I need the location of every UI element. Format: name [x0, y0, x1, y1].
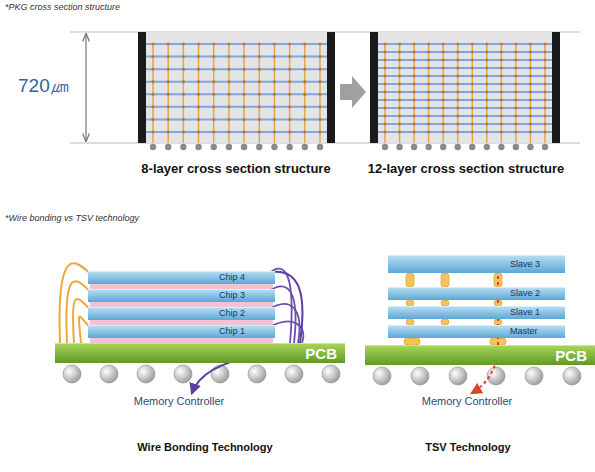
die-layer: Master: [388, 325, 565, 338]
solder-ball: [211, 365, 229, 383]
dimension-arrow: [85, 88, 86, 141]
die-layer: Slave 2: [388, 287, 565, 300]
solder-ball: [100, 365, 118, 383]
figure-caption: 8-layer cross section structure: [141, 162, 330, 176]
package-cross-section: [138, 32, 335, 150]
die-label: Slave 3: [510, 260, 540, 269]
package-cross-section: [370, 32, 560, 150]
solder-ball: [174, 365, 192, 383]
die-layer: Slave 3: [388, 255, 565, 273]
dimension-label: 720㎛: [18, 76, 69, 97]
solder-ball: [373, 367, 391, 385]
solder-ball: [487, 367, 505, 385]
section-heading: *Wire bonding vs TSV technology: [5, 214, 139, 224]
die-layer: Chip 1: [88, 325, 275, 338]
figure-caption: TSV Technology: [425, 441, 510, 453]
solder-ball: [449, 367, 467, 385]
tsv-via: [406, 273, 414, 287]
figure-caption: 12-layer cross section structure: [368, 162, 565, 176]
die-label: Master: [510, 327, 538, 336]
solder-ball: [285, 365, 303, 383]
solder-ball: [63, 365, 81, 383]
figure: [60, 32, 581, 393]
die-layer: Slave 1: [388, 306, 565, 319]
pcb-label: PCB: [305, 346, 337, 362]
die-label: Chip 1: [219, 327, 245, 336]
die-layer: Chip 3: [88, 289, 275, 302]
solder-ball: [525, 367, 543, 385]
die-layer: Chip 2: [88, 307, 275, 320]
component-label: Memory Controller: [420, 395, 514, 407]
solder-ball: [137, 365, 155, 383]
die-label: Chip 3: [219, 291, 245, 300]
solder-ball: [322, 365, 340, 383]
pcb-label: PCB: [555, 348, 587, 364]
component-label: Memory Controller: [132, 395, 226, 407]
solder-ball: [248, 365, 266, 383]
pcb-board: PCB: [365, 345, 595, 365]
pcb-board: PCB: [55, 343, 345, 363]
die-label: Slave 1: [510, 308, 540, 317]
solder-ball: [563, 367, 581, 385]
die-layer: Chip 4: [88, 271, 275, 284]
micro-bump: [404, 338, 420, 345]
section-heading: *PKG cross section structure: [5, 3, 120, 13]
die-label: Slave 2: [510, 289, 540, 298]
die-label: Chip 2: [219, 309, 245, 318]
dimension-arrow: [85, 34, 86, 88]
tsv-via: [441, 273, 449, 287]
solder-ball: [411, 367, 429, 385]
figure-caption: Wire Bonding Technology: [137, 441, 272, 453]
transition-arrow: [340, 76, 366, 108]
die-label: Chip 4: [219, 273, 245, 282]
